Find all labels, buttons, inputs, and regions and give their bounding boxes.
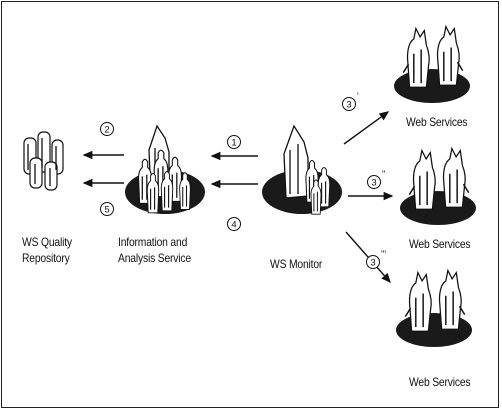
svg-text:1: 1	[231, 138, 236, 149]
svg-text:4: 4	[231, 220, 236, 231]
svg-text:5: 5	[104, 205, 109, 216]
web-services-bottom-label: Web Services	[409, 375, 471, 389]
svg-text:'': ''	[382, 169, 386, 179]
svg-text:''': '''	[381, 249, 386, 259]
svg-text:': '	[357, 91, 359, 101]
info-service-label-line1: Information and	[118, 235, 188, 249]
monitor-label: WS Monitor	[270, 257, 323, 271]
arrow-3c	[345, 231, 391, 284]
step-badge-3a: 3 '	[342, 91, 359, 111]
repository-icon	[23, 131, 64, 191]
monitor-icon	[262, 124, 342, 215]
step-badge-3c: 3 '''	[366, 249, 386, 269]
step-badge-4: 4	[227, 217, 241, 231]
svg-text:3: 3	[370, 258, 375, 269]
repository-label-line2: Repository	[22, 251, 70, 265]
step-badge-3b: 3 ''	[367, 169, 386, 189]
repository-label-line1: WS Quality	[22, 235, 72, 249]
svg-text:3: 3	[346, 100, 351, 111]
arrow-3a	[343, 111, 390, 145]
web-services-mid-icon	[399, 147, 477, 226]
info-service-label-line2: Analysis Service	[118, 251, 191, 265]
step-badge-1: 1	[227, 135, 241, 149]
svg-text:3: 3	[371, 178, 376, 189]
svg-text:2: 2	[104, 125, 109, 136]
web-services-bottom-icon	[395, 269, 473, 348]
web-services-top-label: Web Services	[406, 115, 468, 129]
info-service-icon	[125, 124, 205, 214]
step-badge-2: 2	[100, 122, 114, 136]
step-badge-5: 5	[100, 202, 114, 216]
web-services-mid-label: Web Services	[409, 237, 471, 251]
web-services-top-icon	[393, 25, 471, 104]
